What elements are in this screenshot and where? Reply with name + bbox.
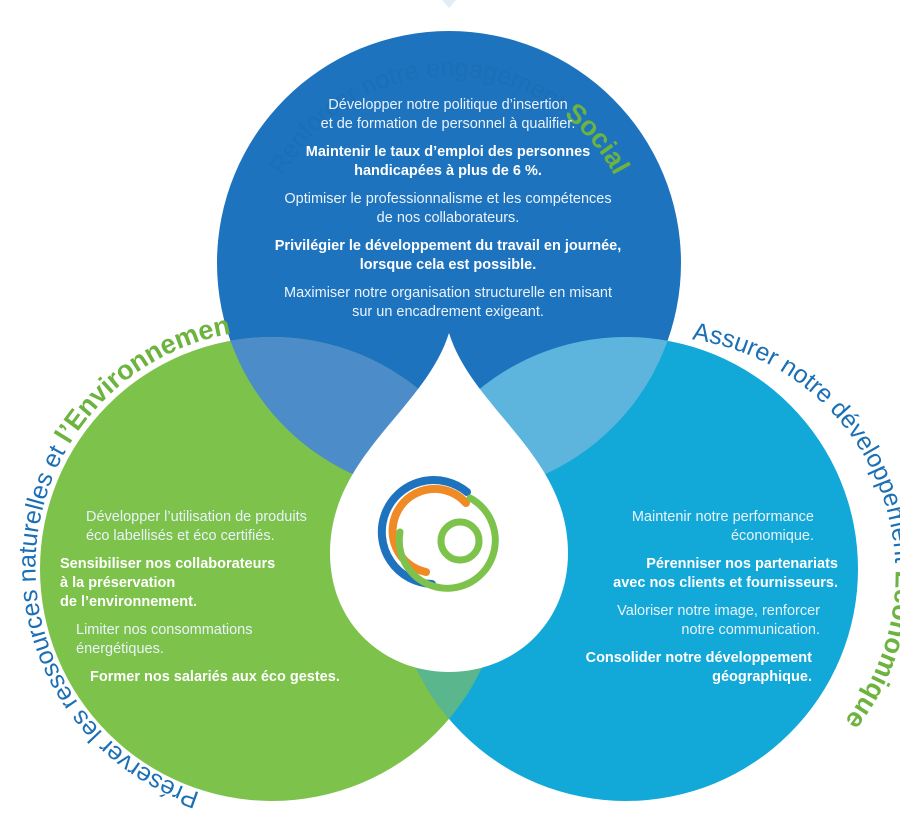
environment-item-eco-gestes: Former nos salariés aux éco gestes.	[90, 669, 340, 685]
social-item-organisation: Maximiser notre organisation structurell…	[284, 285, 612, 320]
concentric-circles-logo-icon	[377, 476, 499, 592]
overlap-environment-economic	[394, 580, 504, 801]
water-drop-icon	[330, 333, 568, 672]
top-marker	[442, 0, 456, 8]
social-item-professionnalisme: Optimiser le professionnalisme et les co…	[284, 191, 612, 226]
social-item-handicap: Maintenir le taux d’emploi des personnes…	[305, 144, 591, 179]
social-item-journee: Privilégier le développement du travail …	[274, 238, 622, 273]
